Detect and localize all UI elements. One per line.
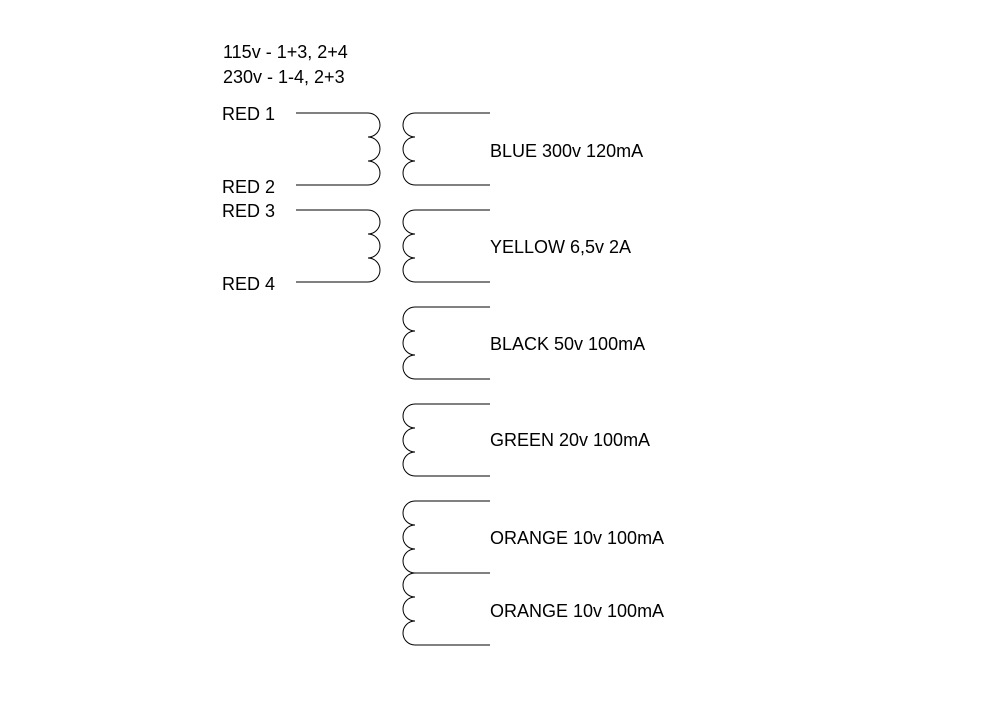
secondary-label-orange-1: ORANGE 10v 100mA (490, 528, 665, 548)
secondary-winding-black (402, 306, 490, 380)
primary-label-red-2: RED 2 (222, 177, 276, 197)
secondary-label-green: GREEN 20v 100mA (490, 430, 651, 450)
secondary-winding-orange-2 (402, 572, 490, 646)
primary-winding-2 (296, 209, 381, 283)
secondary-label-black: BLACK 50v 100mA (490, 334, 646, 354)
secondary-winding-yellow (402, 209, 490, 283)
primary-label-red-3: RED 3 (222, 201, 276, 221)
secondary-label-yellow: YELLOW 6,5v 2A (490, 237, 632, 257)
secondary-label-orange-2: ORANGE 10v 100mA (490, 601, 665, 621)
wiring-note-230v: 230v - 1-4, 2+3 (223, 67, 345, 87)
secondary-winding-orange-1 (402, 500, 490, 574)
wiring-note-115v: 115v - 1+3, 2+4 (223, 42, 348, 62)
primary-label-red-4: RED 4 (222, 274, 276, 294)
secondary-label-blue: BLUE 300v 120mA (490, 141, 644, 161)
primary-winding-1 (296, 112, 381, 186)
secondary-winding-blue (402, 112, 490, 186)
secondary-winding-green (402, 403, 490, 477)
primary-label-red-1: RED 1 (222, 104, 276, 124)
